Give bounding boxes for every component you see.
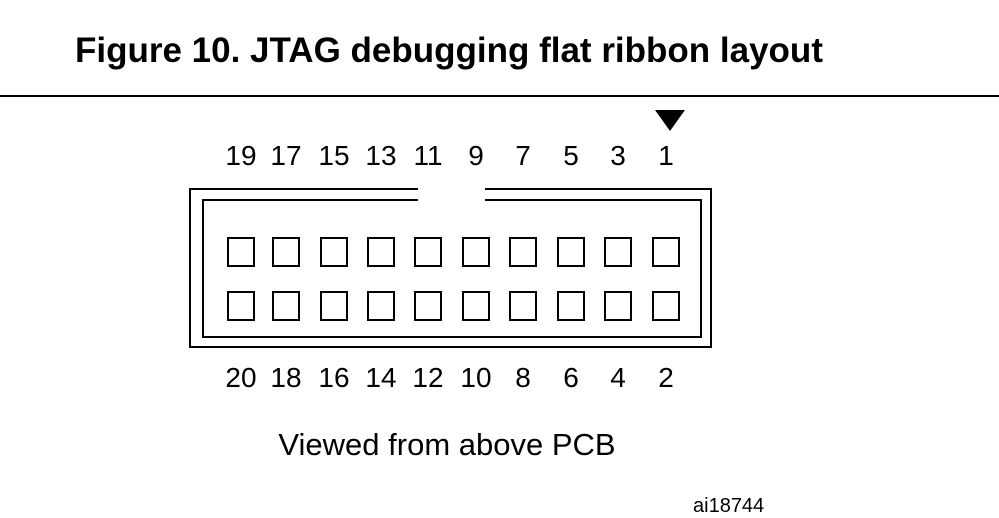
pin-top-row xyxy=(604,237,632,267)
pin-top-row xyxy=(367,237,395,267)
pin-number-label: 3 xyxy=(610,140,626,171)
pin-number-label: 20 xyxy=(225,362,257,393)
pin-number-label: 6 xyxy=(563,362,579,393)
pin-number-label: 7 xyxy=(515,140,531,171)
pin-number-label: 10 xyxy=(460,362,492,393)
title-rule xyxy=(0,95,999,97)
pin-number-label: 13 xyxy=(365,140,397,171)
pin-number-label: 9 xyxy=(468,140,484,171)
pin-number-label: 11 xyxy=(413,140,443,171)
pin-bottom-row xyxy=(604,291,632,321)
pin-number-label: 5 xyxy=(563,140,579,171)
pin-top-row xyxy=(557,237,585,267)
pin-bottom-row xyxy=(367,291,395,321)
pin-bottom-row xyxy=(557,291,585,321)
pin-bottom-row xyxy=(652,291,680,321)
pin-number-label: 19 xyxy=(225,140,257,171)
pin-number-label: 15 xyxy=(318,140,350,171)
connector-outline xyxy=(189,188,712,348)
pin-top-row xyxy=(652,237,680,267)
pin-top-row xyxy=(414,237,442,267)
pin-number-label: 12 xyxy=(412,362,444,393)
pin-number-label: 16 xyxy=(318,362,350,393)
pin-number-label: 18 xyxy=(270,362,302,393)
pin-number-label: 1 xyxy=(658,140,674,171)
pin-number-label: 14 xyxy=(365,362,397,393)
pin-top-row xyxy=(509,237,537,267)
pin-number-label: 2 xyxy=(658,362,674,393)
pin-bottom-row xyxy=(414,291,442,321)
pin-top-row xyxy=(227,237,255,267)
pin-top-row xyxy=(320,237,348,267)
figure-title: Figure 10. JTAG debugging flat ribbon la… xyxy=(75,31,823,70)
pin-bottom-row xyxy=(227,291,255,321)
diagram-caption: Viewed from above PCB xyxy=(278,427,616,462)
pin-top-row xyxy=(462,237,490,267)
pin1-marker-icon xyxy=(655,110,685,131)
pin-bottom-row xyxy=(462,291,490,321)
pin-number-label: 17 xyxy=(270,140,302,171)
pin-number-label: 4 xyxy=(610,362,626,393)
pin-bottom-row xyxy=(320,291,348,321)
pin-bottom-row xyxy=(509,291,537,321)
pin-bottom-row xyxy=(272,291,300,321)
figure-reference: ai18744 xyxy=(693,495,765,517)
pin-top-row xyxy=(272,237,300,267)
pin-number-label: 8 xyxy=(515,362,531,393)
